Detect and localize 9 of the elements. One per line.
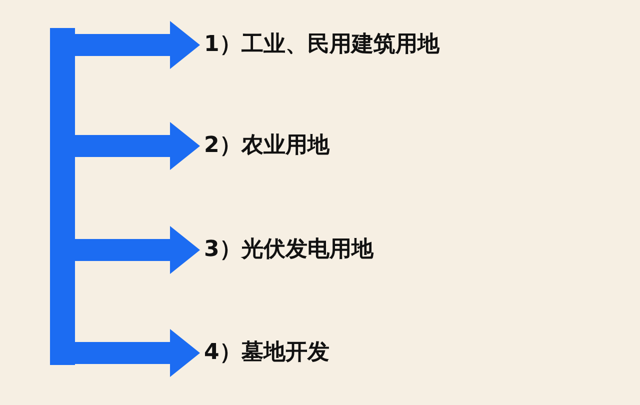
item-label: 2）农业用地 [200, 131, 330, 161]
arrow [74, 122, 200, 170]
vertical-bar [50, 28, 75, 365]
item-label: 4）墓地开发 [200, 338, 330, 368]
arrow [74, 226, 200, 274]
arrow [74, 21, 200, 69]
item-label: 3）光伏发电用地 [200, 235, 374, 265]
item-label: 1）工业、民用建筑用地 [200, 30, 440, 60]
arrow [74, 329, 200, 377]
